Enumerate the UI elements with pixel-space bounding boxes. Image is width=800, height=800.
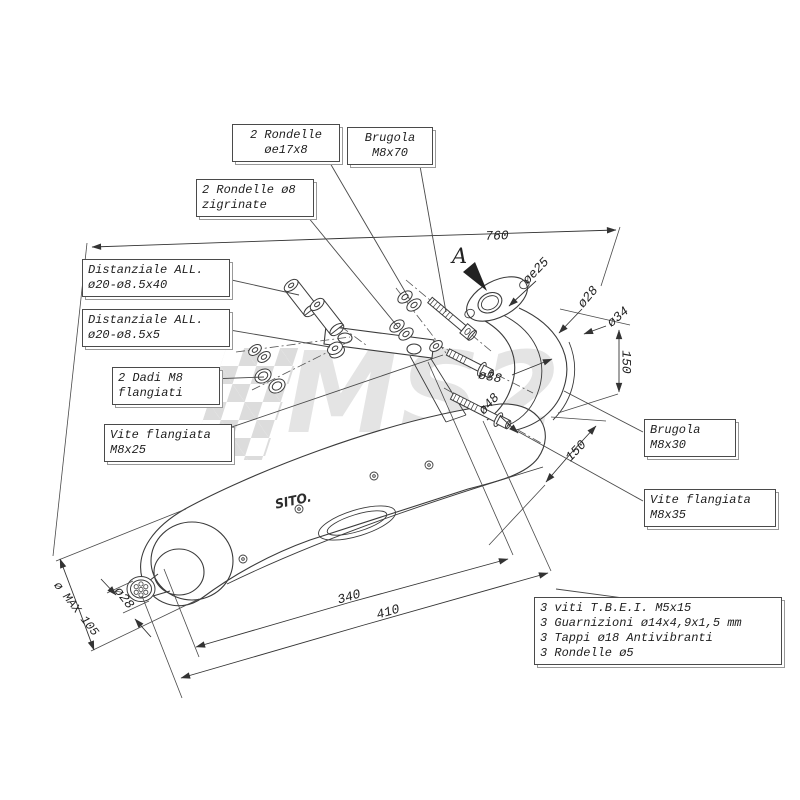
dim-overall-length: 760 (485, 228, 509, 244)
callout-line: zigrinate (202, 198, 267, 212)
spec-line: 3 Tappi ø18 Antivibranti (540, 631, 713, 645)
callout-rondelle-e17x8: 2 Rondelle øe17x8 (232, 124, 340, 162)
spec-line: 3 Guarnizioni ø14x4,9x1,5 mm (540, 616, 742, 630)
washers (248, 290, 443, 363)
dimension-lines (59, 227, 623, 679)
callout-line: flangiati (118, 386, 183, 400)
callout-line: 2 Rondelle (249, 128, 322, 142)
callout-line: øe17x8 (264, 143, 308, 157)
callout-distanziale-5: Distanziale ALL. ø20-ø8.5x5 (82, 309, 230, 347)
callout-line: Distanziale ALL. (88, 263, 204, 277)
callout-line: M8x70 (371, 146, 408, 160)
callout-line: M8x30 (650, 438, 687, 452)
callout-line: ø20-ø8.5x5 (88, 328, 161, 342)
tail-outlet (126, 576, 156, 602)
leader-lines (209, 162, 644, 601)
view-label-a: A (452, 244, 468, 268)
callout-line: Distanziale ALL. (88, 313, 204, 327)
spacer-short (327, 341, 345, 359)
callout-line: ø20-ø8.5x40 (88, 278, 168, 292)
callout-line: Brugola (650, 423, 701, 437)
callout-line: 2 Dadi M8 (118, 371, 183, 385)
header-pipe (484, 307, 576, 431)
rivets (238, 460, 434, 564)
callout-line: M8x35 (650, 508, 687, 522)
flanged-nuts (254, 368, 286, 394)
dim-height-upper: 150 (618, 350, 634, 374)
callout-distanziale-40: Distanziale ALL. ø20-ø8.5x40 (82, 259, 230, 297)
callout-line: 2 Rondelle ø8 (202, 183, 296, 197)
section-arrow (463, 262, 487, 291)
callout-line: Brugola (364, 131, 416, 145)
callout-vite-m8x35: Vite flangiata M8x35 (644, 489, 776, 527)
bolt-m8x70 (427, 296, 477, 341)
callout-vite-m8x25: Vite flangiata M8x25 (104, 424, 232, 462)
extension-lines (52, 226, 631, 699)
callout-brugola-m8x70: Brugola M8x70 (347, 127, 433, 165)
exhaust-flange (464, 276, 530, 322)
callout-dadi-m8: 2 Dadi M8 flangiati (112, 367, 220, 405)
callout-rondelle-8-zigrinate: 2 Rondelle ø8 zigrinate (196, 179, 314, 217)
bolt-m8x25 (445, 348, 494, 379)
mounting-bracket (323, 325, 467, 423)
spec-line: 3 viti T.B.E.I. M5x15 (540, 601, 692, 615)
callout-line: M8x25 (110, 443, 147, 457)
callout-line: Vite flangiata (110, 428, 211, 442)
spacers (283, 278, 345, 359)
callout-line: Vite flangiata (650, 493, 751, 507)
callout-brugola-m8x30: Brugola M8x30 (644, 419, 736, 457)
spec-line: 3 Rondelle ø5 (540, 646, 634, 660)
spec-box: 3 viti T.B.E.I. M5x15 3 Guarnizioni ø14x… (534, 597, 782, 665)
